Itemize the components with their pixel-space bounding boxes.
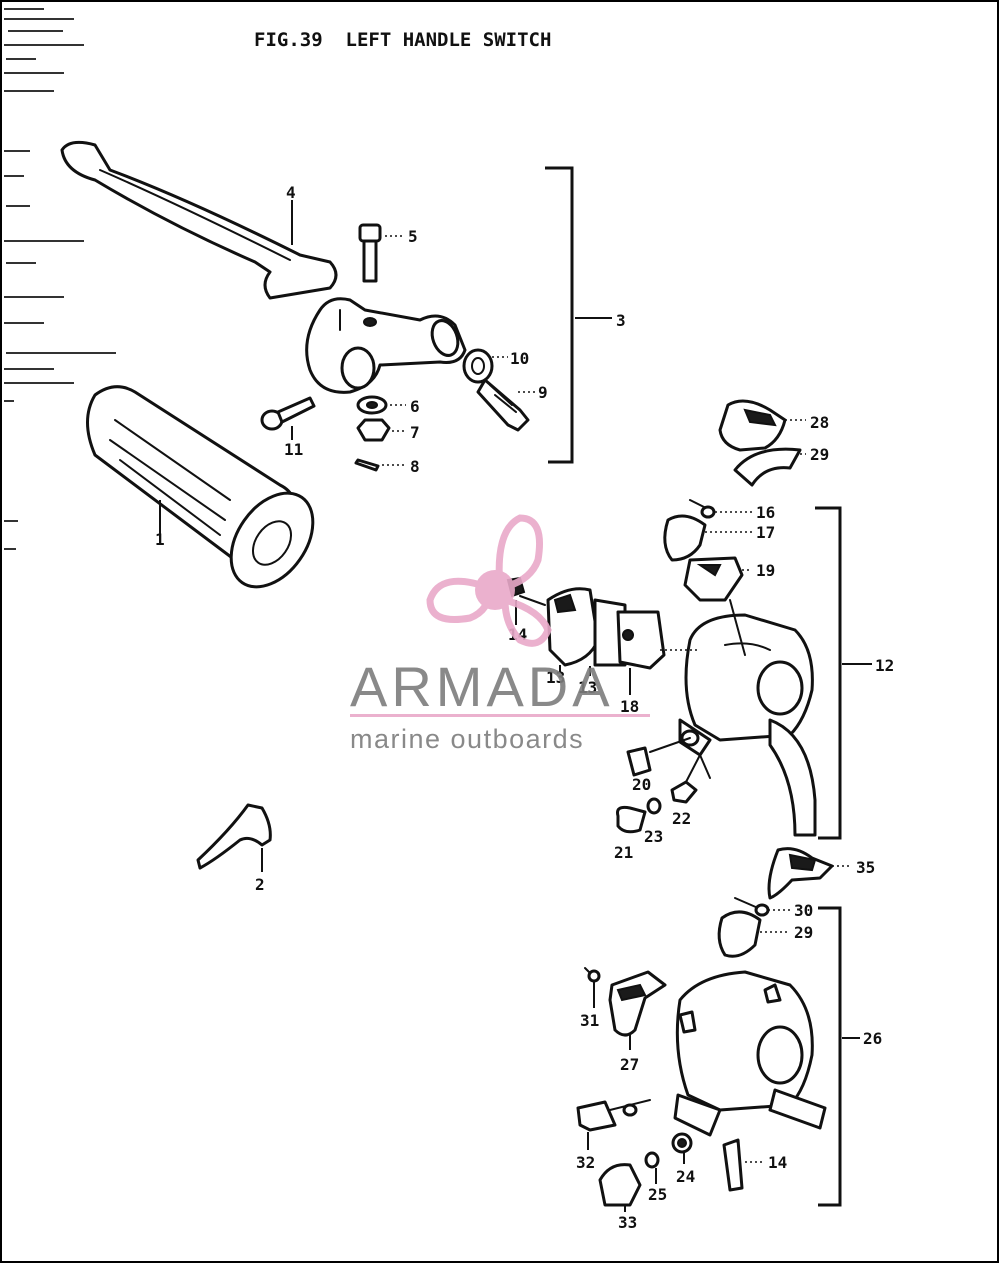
- part-label-22: 22: [672, 809, 691, 828]
- part-label-19: 19: [756, 561, 775, 580]
- figure-title: FIG.39 LEFT HANDLE SWITCH: [254, 29, 551, 51]
- switch-knob-24-part: [718, 399, 806, 452]
- part-label-13b: 13: [578, 678, 597, 697]
- part-label-11: 11: [284, 440, 303, 459]
- part-label-21: 21: [614, 843, 633, 862]
- part-label-7: 7: [410, 423, 420, 442]
- part-label-1: 1: [155, 530, 165, 549]
- part-label-25: 29: [810, 445, 829, 464]
- part-label-31: 33: [618, 1213, 637, 1232]
- part-label-13a: 13: [546, 668, 565, 687]
- switch-knob-35-part: [767, 847, 852, 900]
- part-label-29b: 31: [580, 1011, 599, 1030]
- part-label-18: 18: [620, 697, 639, 716]
- switch-housing-26-part: [673, 970, 827, 1137]
- adjuster-part: [462, 348, 535, 432]
- pivot-bolt-part: [358, 223, 405, 283]
- part-label-6: 6: [410, 397, 420, 416]
- part-label-5: 5: [408, 227, 418, 246]
- part-label-16: 16: [756, 503, 775, 522]
- clutch-lever-part: [60, 140, 338, 300]
- watermark-brand: ARMADA: [350, 655, 614, 718]
- part-label-26: 26: [863, 1029, 882, 1048]
- bracket-3: [545, 166, 574, 464]
- part-label-20: 20: [632, 775, 651, 794]
- part-label-33: 24: [676, 1167, 695, 1186]
- bracket-26: [818, 906, 842, 1207]
- switch-parts-16-19: [663, 499, 752, 602]
- switch-housing-12-part: [678, 599, 817, 837]
- switch-cover-25-part: [733, 447, 806, 487]
- part-label-32: 25: [648, 1185, 667, 1204]
- part-label-23: 23: [644, 827, 663, 846]
- lower-small-parts: [576, 1099, 765, 1212]
- part-label-14b: 14: [768, 1153, 787, 1172]
- watermark-divider: [350, 714, 650, 717]
- switch-contacts-part: [506, 576, 700, 695]
- part-label-17: 17: [756, 523, 775, 542]
- part-label-35: 35: [856, 858, 875, 877]
- part-label-28: 27: [620, 1055, 639, 1074]
- part-label-2: 2: [255, 875, 265, 894]
- grip-part: [86, 385, 315, 589]
- clip-part: [196, 803, 272, 872]
- nut-washer-part: [354, 395, 406, 472]
- part-label-29: 30: [794, 901, 813, 920]
- part-label-27: 29: [794, 923, 813, 942]
- armada-watermark: ARMADA marine outboards: [350, 514, 650, 754]
- switch-knob-28-part: [584, 967, 667, 1050]
- clamp-screw-part: [260, 396, 316, 440]
- scan-noise: [4, 8, 116, 550]
- part-label-10: 10: [510, 349, 529, 368]
- lever-holder-part: [305, 297, 467, 394]
- part-label-3: 3: [616, 311, 626, 330]
- part-label-30: 32: [576, 1153, 595, 1172]
- part-label-8: 8: [410, 457, 420, 476]
- part-label-12: 12: [875, 656, 894, 675]
- part-label-9: 9: [538, 383, 548, 402]
- propeller-logo-icon: [426, 514, 552, 647]
- watermark-tagline: marine outboards: [350, 724, 584, 754]
- part-label-24: 28: [810, 413, 829, 432]
- switch-parts-27-29: [717, 897, 790, 958]
- part-label-4: 4: [286, 183, 296, 202]
- bulb-socket-parts: [616, 737, 711, 834]
- bracket-12: [815, 506, 842, 840]
